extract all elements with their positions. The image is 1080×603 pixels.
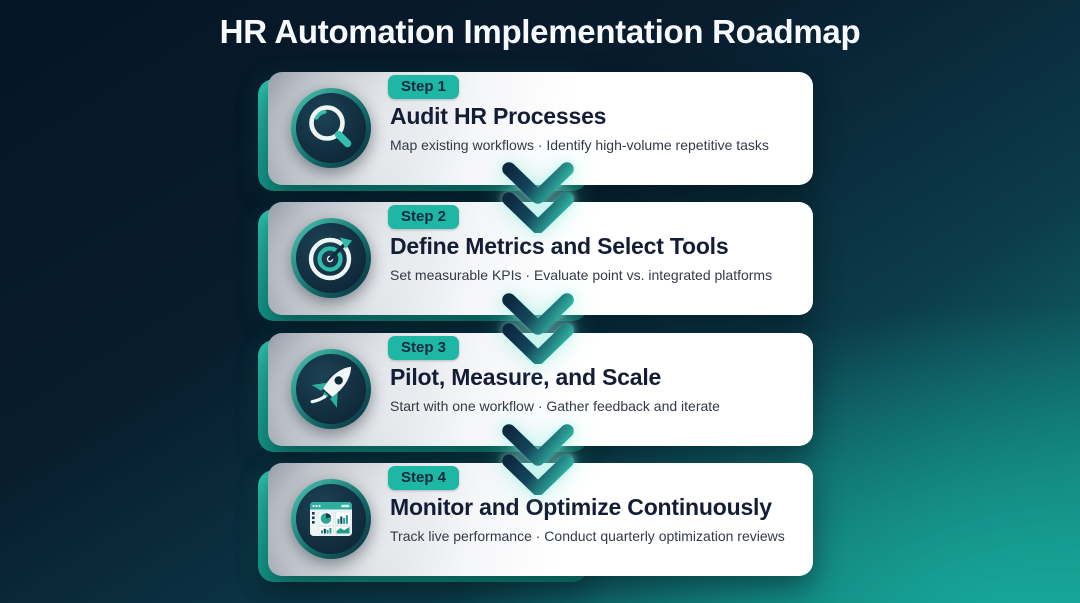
step-badge: Step 1 (388, 75, 460, 99)
down-chevron-arrow (499, 161, 577, 233)
page-title: HR Automation Implementation Roadmap (219, 13, 861, 50)
step-card: Step 3 (258, 333, 813, 452)
dashboard-icon (289, 477, 373, 561)
down-chevron-arrow (499, 292, 577, 364)
step-card: Step 1 Audit HR Processes (258, 72, 813, 191)
step-title: Audit HR Processes (390, 103, 607, 129)
step-title: Monitor and Optimize Continuously (390, 494, 772, 520)
step-title: Pilot, Measure, and Scale (390, 364, 662, 390)
down-chevron-arrow (499, 423, 577, 495)
step-badge: Step 2 (388, 205, 460, 229)
step-subtitle: Map existing workflows · Identify high-v… (390, 137, 769, 153)
card: Step 1 Audit HR Processes (268, 72, 813, 185)
rocket-icon (289, 347, 373, 431)
step-badge: Step 3 (388, 336, 460, 360)
magnifier-icon (289, 86, 373, 170)
step-subtitle: Set measurable KPIs · Evaluate point vs.… (390, 267, 773, 283)
step-badge: Step 4 (388, 466, 460, 490)
step-subtitle: Start with one workflow · Gather feedbac… (390, 398, 720, 414)
target-icon (289, 216, 373, 300)
step-title: Define Metrics and Select Tools (390, 233, 729, 259)
step-subtitle: Track live performance · Conduct quarter… (390, 528, 785, 544)
